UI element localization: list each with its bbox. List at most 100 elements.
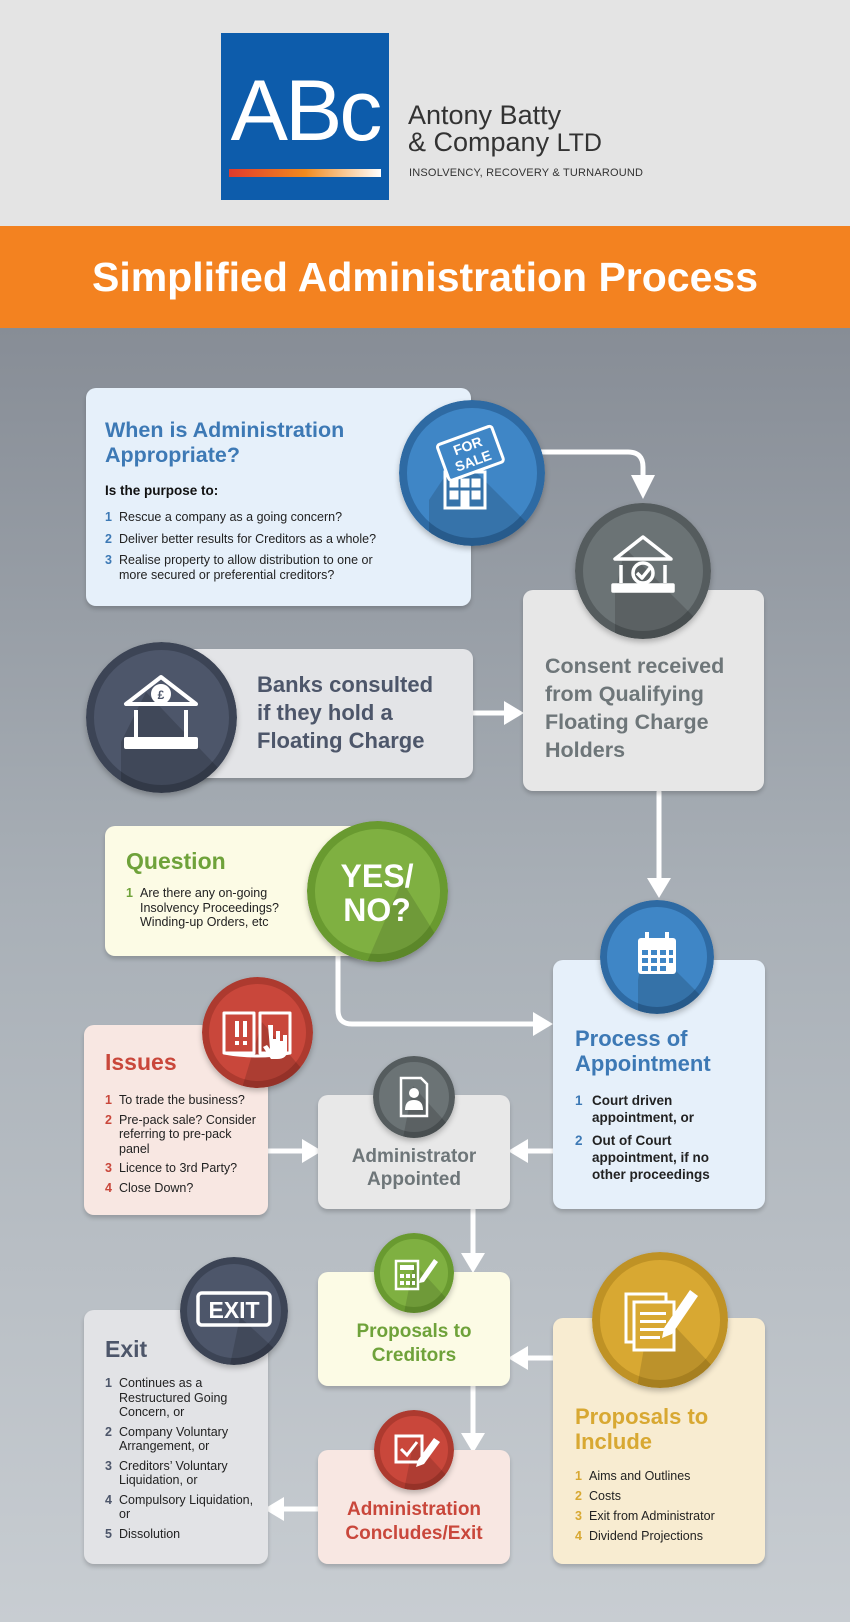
list-text: Creditors’ Voluntary Liquidation, or	[119, 1458, 228, 1488]
list-number: 1	[575, 1469, 582, 1483]
list-text: Compulsory Liquidation, or	[119, 1492, 254, 1522]
list-number: 3	[105, 1458, 112, 1473]
bank-pound-icon: £	[86, 642, 237, 793]
list-text: Rescue a company as a going concern?	[119, 510, 343, 524]
arrowhead-administrator-proposals	[461, 1253, 485, 1273]
proposals-creditors-text: Proposals to Creditors	[318, 1320, 510, 1368]
list-number: 3	[575, 1509, 582, 1523]
list-text: Aims and Outlines	[589, 1469, 691, 1483]
logo-letters: ABc	[230, 63, 383, 159]
exit-title: Exit	[105, 1336, 148, 1362]
list-number: 1	[575, 1093, 583, 1108]
no-text: NO?	[343, 892, 411, 928]
list-number: 1	[105, 510, 112, 524]
list-number: 2	[105, 1424, 112, 1439]
arrowhead-consent-process	[647, 878, 671, 898]
list-text: Close Down?	[119, 1180, 194, 1195]
list-item: 2 Company Voluntary Arrangement, or	[105, 1425, 255, 1454]
list-text: Licence to 3rd Party?	[119, 1161, 238, 1175]
list-item: 1 Rescue a company as a going concern?	[105, 510, 405, 525]
list-number: 2	[575, 1133, 583, 1148]
list-text: Court driven appointment, or	[592, 1093, 694, 1125]
list-text: Are there any on-going Insolvency Procee…	[140, 886, 279, 929]
question-title: Question	[126, 848, 226, 874]
list-item: 2 Costs	[575, 1489, 760, 1504]
arrow-when-to-consent	[527, 449, 646, 481]
question-list: 1 Are there any on-going Insolvency Proce…	[126, 886, 301, 937]
consent-text: Consent received from Qualifying Floatin…	[545, 652, 724, 764]
arrowhead-when-consent	[631, 475, 655, 499]
for-sale-sign-icon: FOR SALE	[399, 400, 545, 546]
list-text: To trade the business?	[119, 1093, 245, 1107]
tagline: INSOLVENCY, RECOVERY & TURNAROUND	[409, 167, 644, 179]
list-number: 2	[105, 1112, 112, 1127]
concludes-line-2: Concludes/Exit	[345, 1523, 483, 1544]
arrowhead-include-proposals	[508, 1346, 528, 1370]
list-number: 3	[105, 553, 112, 567]
arrowhead-banks-consent	[504, 701, 524, 725]
banks-line: if they hold a	[257, 700, 393, 725]
process-list: 1 Court driven appointment, or 2 Out of Co…	[575, 1092, 740, 1190]
bank-check-icon	[575, 503, 711, 639]
list-item: 2 Deliver better results for Creditors as…	[105, 532, 405, 547]
process-title: Process of Appointment	[575, 1026, 711, 1076]
list-text: Deliver better results for Creditors as …	[119, 531, 377, 546]
list-text: Dissolution	[119, 1526, 181, 1541]
yes-no-badge: YES/ NO?	[307, 821, 448, 962]
arrowhead-process-administrator	[508, 1139, 528, 1163]
proposals-include-title: Proposals to Include	[575, 1404, 708, 1454]
when-title: When is Administration Appropriate?	[105, 418, 344, 468]
list-number: 2	[575, 1489, 582, 1503]
list-item: 1 Aims and Outlines	[575, 1469, 760, 1484]
company-name: Antony Batty & Company LTD	[408, 102, 602, 157]
proposals-creditors-line-1: Proposals to	[356, 1321, 472, 1342]
banks-line: Banks consulted	[257, 672, 434, 697]
checkbox-pen-icon	[374, 1410, 454, 1490]
consent-line: Holders	[545, 738, 626, 762]
list-text: Exit from Administrator	[589, 1509, 715, 1523]
calendar-icon	[600, 900, 714, 1014]
logo-gradient-bar	[229, 169, 381, 177]
list-text: Realise property to allow distribution t…	[119, 553, 373, 582]
list-number: 2	[105, 531, 112, 546]
banks-line: Floating Charge	[257, 728, 425, 753]
when-subtitle: Is the purpose to:	[105, 483, 219, 498]
administrator-text: Administrator Appointed	[318, 1145, 510, 1191]
when-title-line-1: When is Administration	[105, 418, 345, 442]
book-warning-icon	[202, 977, 313, 1088]
list-text: Company Voluntary Arrangement, or	[119, 1424, 229, 1454]
administrator-line-2: Appointed	[367, 1169, 461, 1190]
company-line-1: Antony Batty	[408, 100, 562, 130]
svg-text:£: £	[158, 688, 165, 702]
issues-title: Issues	[105, 1049, 177, 1075]
proposals-include-title-line-2: Include	[575, 1429, 653, 1454]
yes-text: YES/	[341, 858, 414, 894]
banks-text: Banks consulted if they hold a Floating …	[257, 671, 433, 755]
list-text: Pre-pack sale? Consider referring to pre…	[119, 1112, 256, 1156]
exit-sign-icon: EXIT	[180, 1257, 288, 1365]
arrow-question-to-process	[335, 952, 538, 1027]
list-number: 4	[575, 1529, 582, 1543]
list-text: Costs	[589, 1489, 621, 1503]
list-item: 2 Pre-pack sale? Consider referring to pr…	[105, 1113, 260, 1157]
list-number: 1	[105, 1376, 112, 1390]
list-item: 3 Exit from Administrator	[575, 1509, 760, 1524]
list-text: Out of Court appointment, if no other pr…	[592, 1133, 710, 1182]
list-number: 1	[126, 886, 133, 900]
list-item: 1 Court driven appointment, or	[575, 1092, 740, 1126]
concludes-line-1: Administration	[346, 1499, 482, 1520]
administrator-line-1: Administrator	[351, 1146, 477, 1167]
exit-sign-text: EXIT	[208, 1297, 259, 1323]
